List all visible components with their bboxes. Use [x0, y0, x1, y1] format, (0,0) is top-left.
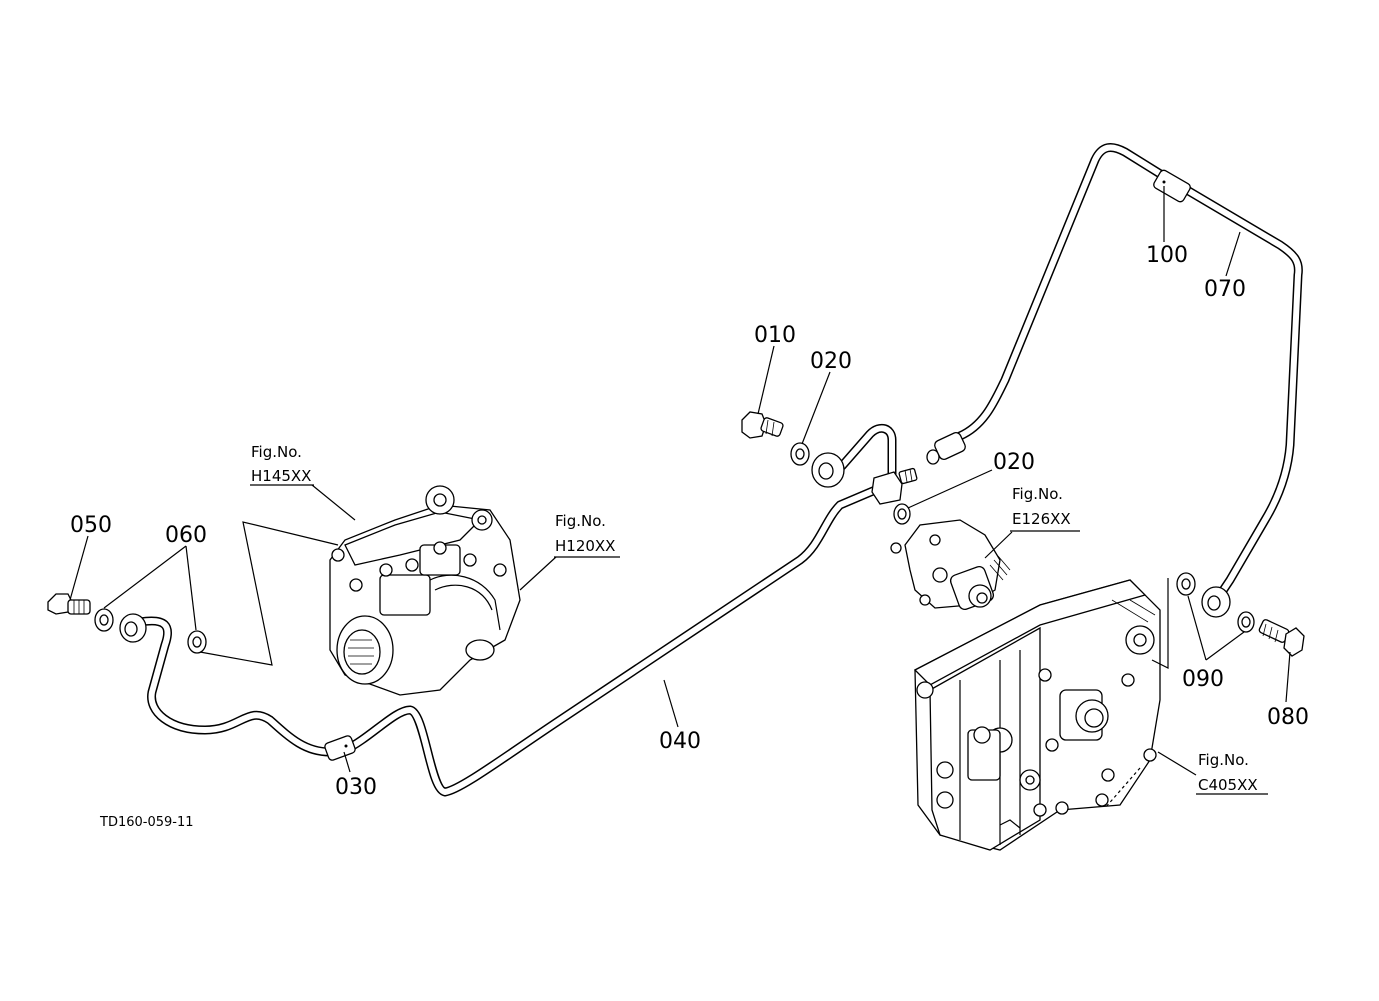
- washer-060b: [187, 630, 207, 654]
- banjo-eye-center: [811, 452, 845, 488]
- part-label-020-upper[interactable]: 020: [810, 349, 852, 374]
- washer-020a: [790, 442, 810, 466]
- banjo-bolt-080: [1258, 619, 1305, 657]
- part-label-080[interactable]: 080: [1267, 705, 1309, 730]
- fig-ref-c405-label: Fig.No.: [1198, 751, 1249, 769]
- fig-ref-h120-code[interactable]: H120XX: [555, 537, 615, 555]
- fig-ref-e126-code[interactable]: E126XX: [1012, 510, 1071, 528]
- fig-ref-e126-label: Fig.No.: [1012, 485, 1063, 503]
- part-label-060[interactable]: 060: [165, 523, 207, 548]
- part-label-100[interactable]: 100: [1146, 243, 1188, 268]
- fig-ref-h145-label: Fig.No.: [251, 443, 302, 461]
- fig-ref-e126[interactable]: Fig.No. E126XX: [1010, 485, 1080, 532]
- clamp-030: [324, 735, 356, 761]
- leader-lines: [69, 186, 1291, 809]
- part-label-050[interactable]: 050: [70, 513, 112, 538]
- fig-ref-h145-code[interactable]: H145XX: [251, 467, 311, 485]
- tee-fitting: [871, 467, 918, 505]
- part-label-010[interactable]: 010: [754, 323, 796, 348]
- banjo-eye-right: [1201, 586, 1231, 618]
- pipe-nut-upper: [926, 432, 966, 465]
- banjo-bolt-050: [47, 593, 91, 615]
- washer-090a: [1176, 572, 1196, 596]
- solenoid-valve: [890, 519, 1011, 611]
- part-label-090[interactable]: 090: [1182, 667, 1224, 692]
- fig-ref-h120[interactable]: Fig.No. H120XX: [554, 512, 620, 558]
- fig-ref-h120-label: Fig.No.: [555, 512, 606, 530]
- pipe-upper-tee: [837, 423, 897, 485]
- banjo-bolt-010: [741, 411, 784, 439]
- banjo-eye-left: [119, 613, 147, 643]
- washer-020b: [893, 503, 911, 525]
- fig-ref-h145[interactable]: Fig.No. H145XX: [250, 443, 314, 486]
- fig-ref-c405-code[interactable]: C405XX: [1198, 776, 1258, 794]
- part-label-030[interactable]: 030: [335, 775, 377, 800]
- fig-ref-c405[interactable]: Fig.No. C405XX: [1196, 751, 1268, 795]
- washer-090b: [1237, 611, 1255, 633]
- pipe-040: [135, 483, 885, 797]
- pipe-070: [955, 143, 1303, 603]
- drawing-id: TD160-059-11: [99, 815, 194, 830]
- part-label-020-lower[interactable]: 020: [993, 450, 1035, 475]
- washer-060a: [94, 608, 114, 632]
- hydraulic-pump: [329, 485, 521, 696]
- part-label-070[interactable]: 070: [1204, 277, 1246, 302]
- clamp-100: [1153, 169, 1191, 203]
- control-valve-block: [913, 579, 1161, 851]
- part-label-040[interactable]: 040: [659, 729, 701, 754]
